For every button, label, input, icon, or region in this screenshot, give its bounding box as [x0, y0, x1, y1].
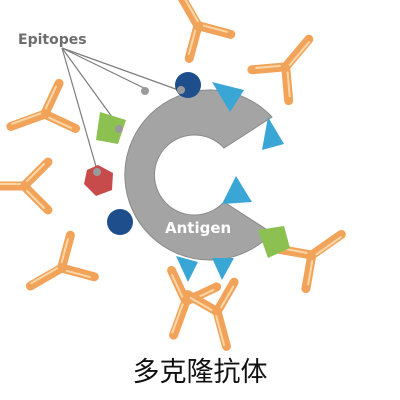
pointer-line-gray	[61, 47, 149, 91]
epitope-blue-right-upper	[262, 117, 284, 150]
epitopes-label: Epitopes	[18, 32, 87, 48]
antibody-upper-left	[3, 83, 76, 149]
epitope-pointer-lines	[61, 47, 185, 171]
epitopes	[84, 72, 290, 282]
antibody-lower-right	[278, 215, 355, 289]
antibody-right	[252, 24, 327, 101]
diagram-title: 多克隆抗体	[133, 357, 268, 388]
pointer-dots	[93, 86, 185, 176]
epitope-green-left	[96, 112, 126, 144]
antigen-body	[124, 89, 273, 261]
pointer-line-red	[61, 47, 98, 171]
pointer-dot-green	[115, 125, 123, 133]
antibody-lower-left	[18, 235, 94, 307]
antibodies	[0, 0, 355, 353]
pointer-line-navy	[61, 47, 185, 93]
epitope-navy-top	[175, 72, 201, 98]
pointer-line-green	[61, 47, 121, 129]
epitope-blue-bottom-left	[176, 256, 198, 282]
pointer-dot-red	[93, 168, 101, 176]
epitope-blue-bottom-right	[212, 258, 234, 280]
epitope-navy-left	[107, 209, 133, 235]
epitope-blue-inner	[222, 176, 252, 204]
epitope-red-pentagon	[84, 165, 113, 196]
pointer-dot-navy	[177, 86, 185, 94]
epitope-green-right	[258, 226, 290, 258]
antigen-label: Antigen	[165, 219, 231, 237]
antibody-top-right	[159, 0, 231, 58]
epitope-blue-top	[212, 82, 244, 112]
pointer-dot-gray	[141, 87, 149, 95]
antibody-left	[0, 162, 48, 210]
